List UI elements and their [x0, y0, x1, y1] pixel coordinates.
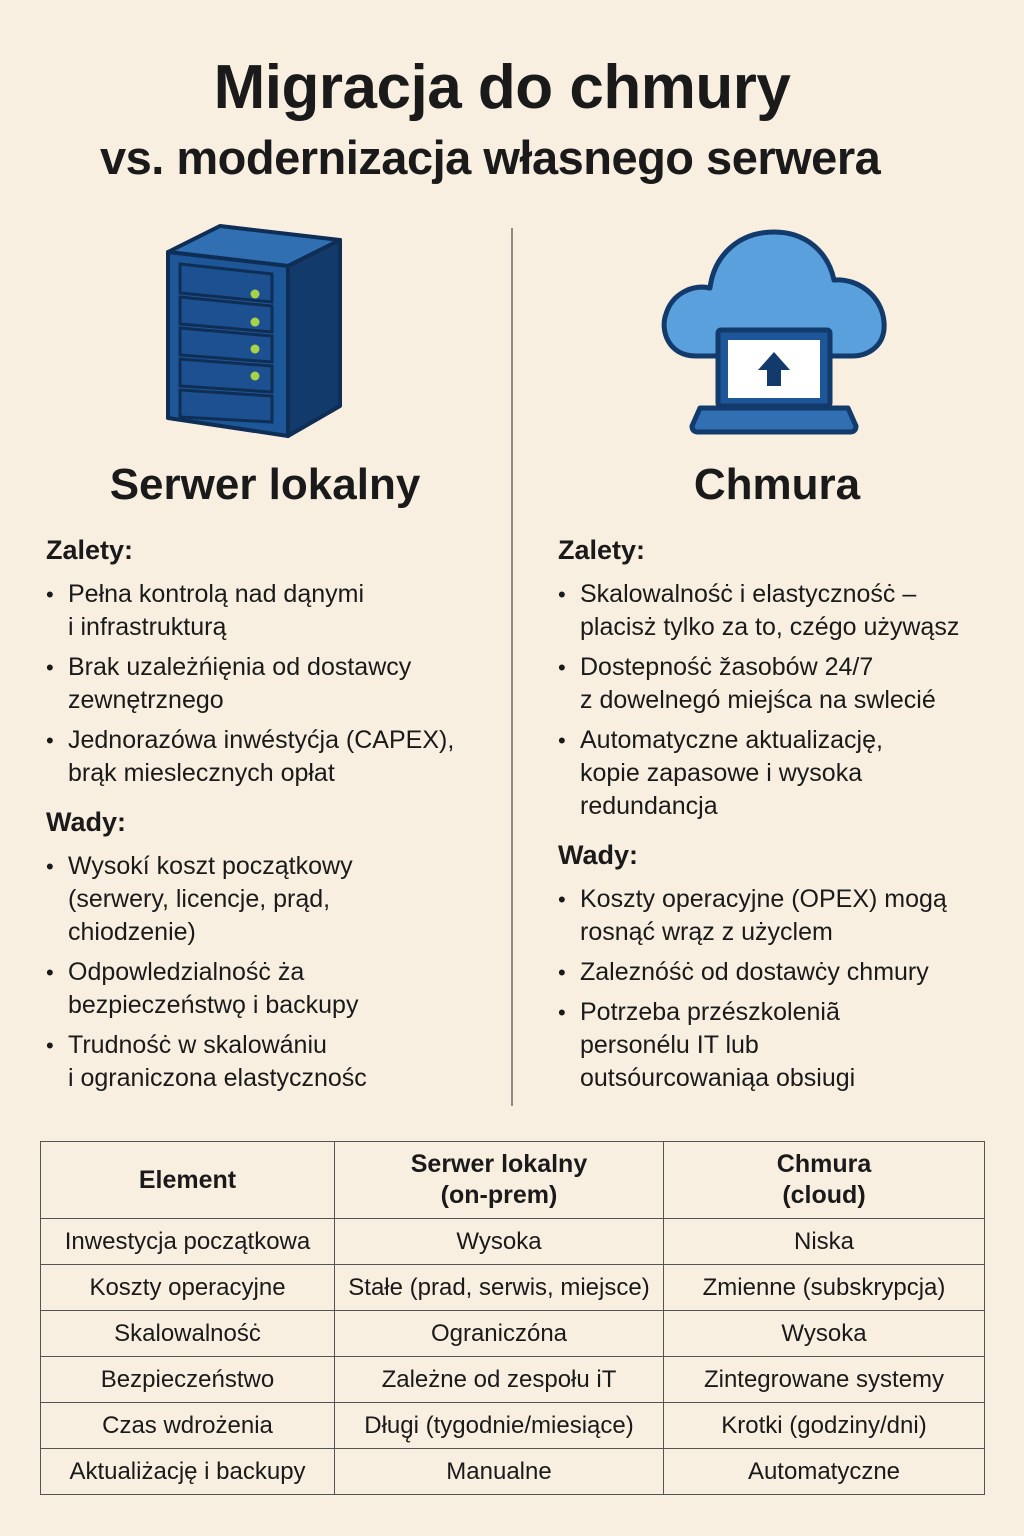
column-divider — [511, 228, 513, 1106]
left-column-title: Serwer lokalny — [109, 460, 421, 509]
table-cell: Ograniczóna — [334, 1310, 664, 1357]
table-cell: Skalowalnośċ — [40, 1310, 335, 1357]
table-cell: Automatyczne — [663, 1448, 985, 1495]
table-cell: Zmienne (subskrypcja) — [663, 1264, 985, 1311]
table-cell: Bezpieczeństwo — [40, 1356, 335, 1403]
table-cell: Aktualiżację i backupy — [40, 1448, 335, 1495]
table-cell: Stałe (prad, serwis, miejsce) — [334, 1264, 664, 1311]
table-cell: Czas wdrożenia — [40, 1402, 335, 1449]
server-icon — [166, 224, 342, 438]
table-header-cell: Serwer lokalny(on-prem) — [334, 1141, 664, 1219]
list-item: Skalowalnośċ i elastycznośċ –placisż tyl… — [558, 578, 998, 644]
table-cell: Manualne — [334, 1448, 664, 1495]
table-cell: Zintegrowane systemy — [663, 1356, 985, 1403]
cloud-laptop-upload-icon — [661, 229, 887, 435]
right-column-title: Chmura — [693, 460, 861, 509]
table-cell: Wysoka — [334, 1218, 664, 1265]
table-header-cell: Element — [40, 1141, 335, 1219]
table-row: Aktualiżację i backupy Manualne Automaty… — [40, 1448, 985, 1495]
table-cell: Krotki (godziny/dni) — [663, 1402, 985, 1449]
list-item: Wysokí koszt początkowy(serwery, licencj… — [46, 850, 496, 949]
comparison-table: Element Serwer lokalny(on-prem) Chmura(c… — [40, 1141, 985, 1495]
list-item: Dostepnośċ žasobów 24/7z dowelnegó miejś… — [558, 651, 998, 717]
list-item: Automatyczne aktualizację,kopie zapasowe… — [558, 724, 998, 823]
left-cons-list: Wysokí koszt początkowy(serwery, licencj… — [46, 850, 496, 1095]
right-column: Zalety: Skalowalnośċ i elastycznośċ –pla… — [558, 535, 998, 1102]
table-row: Inwestycja początkowa Wysoka Niska — [40, 1218, 985, 1265]
table-header-cell: Chmura(cloud) — [663, 1141, 985, 1219]
table-cell: Dług̨i (tygodnie/miesiące) — [334, 1402, 664, 1449]
table-row: Czas wdrożenia Dług̨i (tygodnie/miesiące… — [40, 1402, 985, 1449]
left-pros-heading: Zalety: — [46, 535, 134, 565]
table-row: Skalowalnośċ Ograniczóna Wysoka — [40, 1310, 985, 1357]
table-row: Koszty operacyjne Stałe (prad, serwis, m… — [40, 1264, 985, 1311]
page-subtitle: vs. modernizacja własnego serwera — [100, 131, 881, 184]
table-cell: Inwestycja początkowa — [40, 1218, 335, 1265]
table-cell: Koszty operacyjne — [40, 1264, 335, 1311]
table-cell: Zależne od zespołu iT — [334, 1356, 664, 1403]
left-cons-heading: Wady: — [46, 807, 126, 837]
right-pros-list: Skalowalnośċ i elastycznośċ –placisż tyl… — [558, 578, 998, 823]
list-item: Jednorazówa inwéstyćja (CAPEX),brąk mies… — [46, 724, 496, 790]
page-title: Migracja do chmury — [213, 53, 791, 122]
list-item: Zaleznóśċ od dostawċy chmury — [558, 956, 998, 989]
table-cell: Niska — [663, 1218, 985, 1265]
list-item: Brak uzależńięnia od dostawcyzewnętrzneg… — [46, 651, 496, 717]
right-pros-heading: Zalety: — [558, 535, 646, 565]
table-cell: Wysoka — [663, 1310, 985, 1357]
right-cons-heading: Wady: — [558, 840, 638, 870]
table-row: Bezpieczeństwo Zależne od zespołu iT Zin… — [40, 1356, 985, 1403]
table-header-row: Element Serwer lokalny(on-prem) Chmura(c… — [40, 1141, 985, 1219]
